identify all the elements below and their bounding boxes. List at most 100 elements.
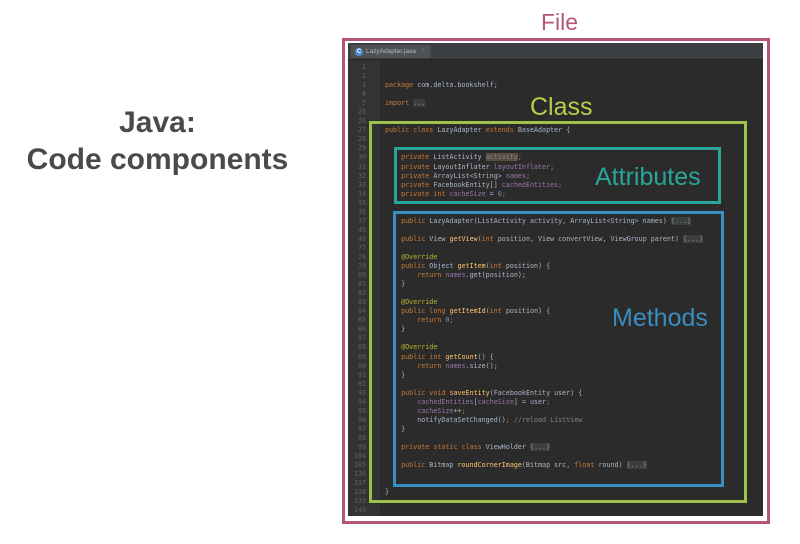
line-number: 32 — [357, 171, 366, 180]
class-label: Class — [530, 93, 593, 121]
code-line: 83 @Override — [348, 298, 763, 307]
code-text: private ListActivity activity; — [385, 153, 522, 162]
code-line: 77 — [348, 244, 763, 253]
code-token: com.delta.bookshelf; — [417, 81, 498, 90]
code-line: 136 — [348, 470, 763, 479]
line-number: 81 — [357, 280, 366, 289]
code-text: } — [385, 425, 405, 434]
line-number: 5 — [361, 99, 366, 108]
line-number: 26 — [357, 117, 366, 126]
code-token: ; — [546, 397, 551, 406]
file-label: File — [541, 9, 579, 35]
code-token: getItem — [457, 262, 486, 271]
code-token: ( — [485, 262, 490, 271]
code-line: 78 @Override — [348, 253, 763, 262]
code-line: 2 — [348, 72, 763, 81]
file-highlight-box — [342, 38, 770, 524]
line-number: 96 — [357, 415, 366, 424]
line-number: 88 — [357, 343, 366, 352]
close-icon[interactable]: × — [421, 48, 426, 54]
code-line: 28 — [348, 135, 763, 144]
code-line: 33 private FacebookEntity[] cachedEntiti… — [348, 181, 763, 190]
code-line: 1 — [348, 63, 763, 72]
code-token: ; — [501, 189, 506, 198]
code-line: 46 public View getView(int position, Vie… — [348, 234, 763, 244]
code-token: private — [401, 180, 434, 189]
code-text: return names.size(); — [385, 362, 498, 371]
folded-code-block[interactable]: {...} — [682, 234, 704, 243]
line-number: 97 — [357, 424, 366, 433]
code-token: ++ — [453, 406, 462, 415]
folded-code-block[interactable]: {...} — [670, 216, 692, 225]
code-token: BaseAdapter { — [517, 126, 571, 135]
code-line: 87 — [348, 334, 763, 343]
code-token: private — [401, 153, 434, 162]
code-token: ViewHolder — [485, 442, 530, 451]
code-token: getCount — [445, 352, 478, 361]
line-number: 104 — [353, 452, 366, 461]
code-line: 140 — [348, 506, 763, 515]
line-number: 3 — [361, 81, 366, 90]
line-number: 90 — [357, 361, 366, 370]
folded-code-block[interactable]: ... — [413, 99, 426, 108]
code-token: int — [489, 262, 506, 271]
code-token: return — [417, 361, 446, 370]
line-number: 34 — [357, 189, 366, 198]
file-tab[interactable]: C LazyAdapter.java × — [351, 45, 432, 58]
line-number: 91 — [357, 370, 366, 379]
code-token: layoutInflater — [493, 162, 551, 171]
code-line: 79 public Object getItem(int position) { — [348, 262, 763, 271]
code-token: @Override — [401, 343, 438, 352]
code-text: public int getCount() { — [385, 353, 494, 362]
line-number: 138 — [353, 488, 366, 497]
code-line: 92 — [348, 380, 763, 389]
line-number: 99 — [357, 442, 366, 451]
code-token: Object — [429, 262, 458, 271]
code-token: names — [445, 271, 466, 280]
code-token: position, View convertView, ViewGroup pa… — [497, 234, 683, 243]
line-number: 83 — [357, 298, 366, 307]
code-token: ; — [550, 162, 555, 171]
code-line: 80 return names.get(position); — [348, 271, 763, 280]
line-number: 35 — [357, 198, 366, 207]
code-token: private — [401, 171, 434, 180]
line-number: 140 — [353, 506, 366, 515]
code-token: private static class — [401, 442, 486, 451]
code-token: ; — [449, 316, 454, 325]
attributes-highlight-box — [394, 147, 721, 204]
folded-code-block[interactable]: {...} — [529, 442, 551, 451]
code-text: @Override — [385, 343, 437, 352]
line-number: 37 — [357, 216, 366, 225]
code-line: 34 private int cacheSize = 0; — [348, 190, 763, 199]
code-token: public void — [401, 388, 450, 397]
code-text: } — [385, 371, 405, 380]
folded-code-block[interactable]: {...} — [626, 461, 647, 470]
line-number: 31 — [357, 162, 366, 171]
code-token: position) { — [505, 307, 551, 316]
line-number: 2 — [361, 72, 366, 81]
code-text: package com.delta.bookshelf; — [385, 81, 498, 90]
code-token: @Override — [401, 252, 438, 261]
line-number: 29 — [357, 144, 366, 153]
line-number: 46 — [357, 234, 366, 243]
code-token: 0 — [445, 316, 450, 325]
code-token: position) { — [505, 262, 551, 271]
line-number: 137 — [353, 479, 366, 488]
code-token: private — [401, 162, 434, 171]
code-token: .get(position); — [465, 271, 526, 280]
code-line: 5 import ... — [348, 99, 763, 108]
code-line: 94 cachedEntities[cacheSize] = user; — [348, 398, 763, 407]
code-line: 88 @Override — [348, 343, 763, 352]
line-number: 28 — [357, 135, 366, 144]
code-token: View — [429, 234, 450, 243]
code-token: extends — [485, 126, 518, 135]
code-text: import ... — [385, 99, 426, 108]
code-token: cacheSize — [477, 397, 514, 406]
code-token: cachedEntities — [501, 180, 559, 189]
line-number: 25 — [357, 108, 366, 117]
code-token: } — [385, 424, 406, 433]
line-number: 136 — [353, 470, 366, 479]
code-line: 104 — [348, 452, 763, 461]
code-token: Bitmap — [429, 461, 458, 470]
